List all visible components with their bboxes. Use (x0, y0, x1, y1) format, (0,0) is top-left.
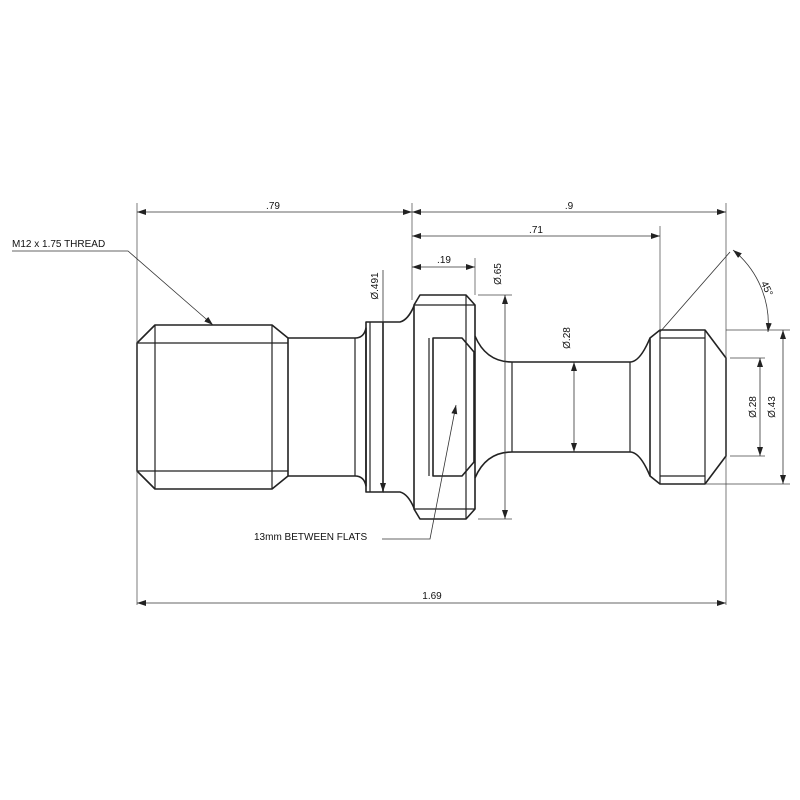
part-outline (136, 294, 727, 520)
groove-collar (365, 321, 384, 493)
dim-arc-chamfer-angle (659, 251, 731, 333)
extension-lines (136, 203, 790, 605)
hex-flat-face (432, 337, 475, 477)
tip-section (649, 329, 727, 485)
note-flats: 13mm BETWEEN FLATS (254, 532, 367, 543)
thread-section (136, 324, 289, 490)
label-head-length: .9 (565, 201, 574, 212)
leader-thread-note (12, 250, 214, 326)
groove-fillet (383, 305, 415, 509)
dimension-lines (12, 209, 786, 606)
dimension-labels: .79 .9 .71 .19 1.69 Ø.491 Ø.65 Ø.28 Ø.28… (12, 201, 778, 602)
label-neck-diameter: Ø.28 (562, 327, 573, 349)
label-flange-diameter: Ø.65 (493, 263, 504, 285)
label-overall-length: 1.69 (422, 591, 442, 602)
label-chamfer-angle: 45° (758, 280, 774, 298)
dim-arc-chamfer (732, 249, 772, 333)
leader-flats-note (382, 404, 458, 540)
shank-section (288, 327, 367, 487)
label-groove-diameter: Ø.491 (370, 272, 381, 300)
label-neck-length: .71 (529, 225, 543, 236)
label-tip-inner-diameter: Ø.28 (748, 396, 759, 418)
note-thread: M12 x 1.75 THREAD (12, 239, 105, 250)
label-tip-outer-diameter: Ø.43 (767, 396, 778, 418)
label-flange-width: .19 (437, 255, 451, 266)
neck-section (474, 335, 651, 479)
label-thread-length: .79 (266, 201, 280, 212)
